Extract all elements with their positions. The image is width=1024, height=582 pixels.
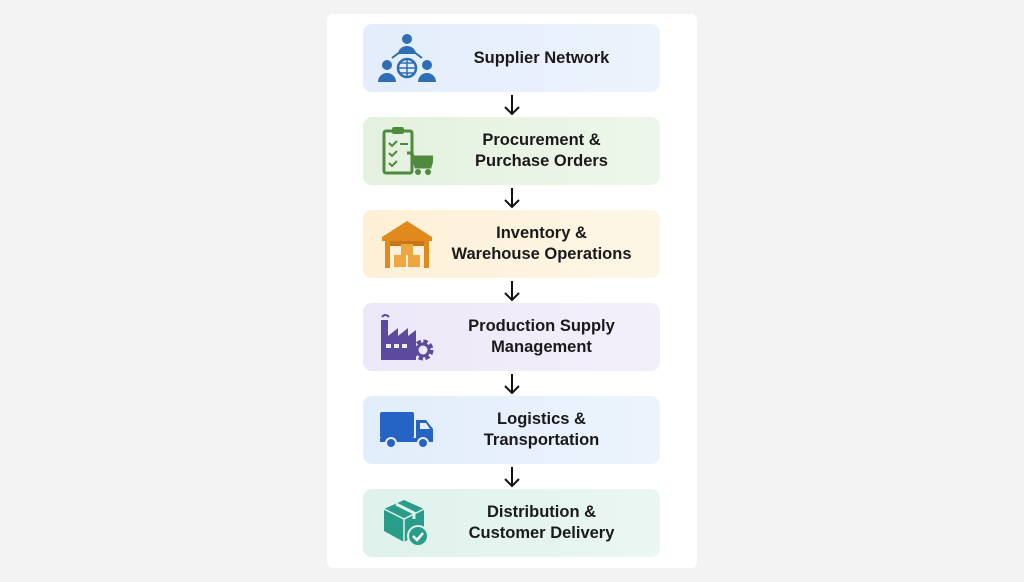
step-subtitle: Warehouse Operations (451, 245, 632, 263)
step-title: Supplier Network (473, 48, 610, 67)
step-subtitle: Customer Delivery (468, 524, 615, 542)
arrow-down-icon (504, 188, 520, 209)
clipboard-cart-icon (377, 123, 437, 179)
step-inventory: Inventory & Warehouse Operations (363, 210, 660, 278)
factory-gear-icon (377, 309, 437, 365)
warehouse-icon (377, 216, 437, 272)
step-title: Logistics & (497, 410, 586, 428)
step-logistics: Logistics & Transportation (363, 396, 660, 464)
step-title: Distribution & (486, 503, 597, 521)
step-subtitle: Management (491, 338, 592, 356)
truck-icon (377, 402, 437, 458)
step-title: Production Supply (468, 317, 615, 335)
step-procurement: Procurement & Purchase Orders (363, 117, 660, 185)
step-title: Inventory & (496, 224, 587, 242)
step-distribution: Distribution & Customer Delivery (363, 489, 660, 557)
arrow-down-icon (504, 467, 520, 488)
flow-diagram: Supplier Network Procurement & Purchase O… (327, 14, 697, 568)
arrow-down-icon (504, 374, 520, 395)
step-subtitle: Transportation (483, 431, 600, 449)
package-check-icon (377, 495, 437, 551)
step-title: Procurement & (482, 131, 601, 149)
arrow-down-icon (504, 95, 520, 116)
arrow-down-icon (504, 281, 520, 302)
supplier-network-icon (377, 30, 437, 86)
step-supplier-network: Supplier Network (363, 24, 660, 92)
step-subtitle: Purchase Orders (475, 152, 608, 170)
